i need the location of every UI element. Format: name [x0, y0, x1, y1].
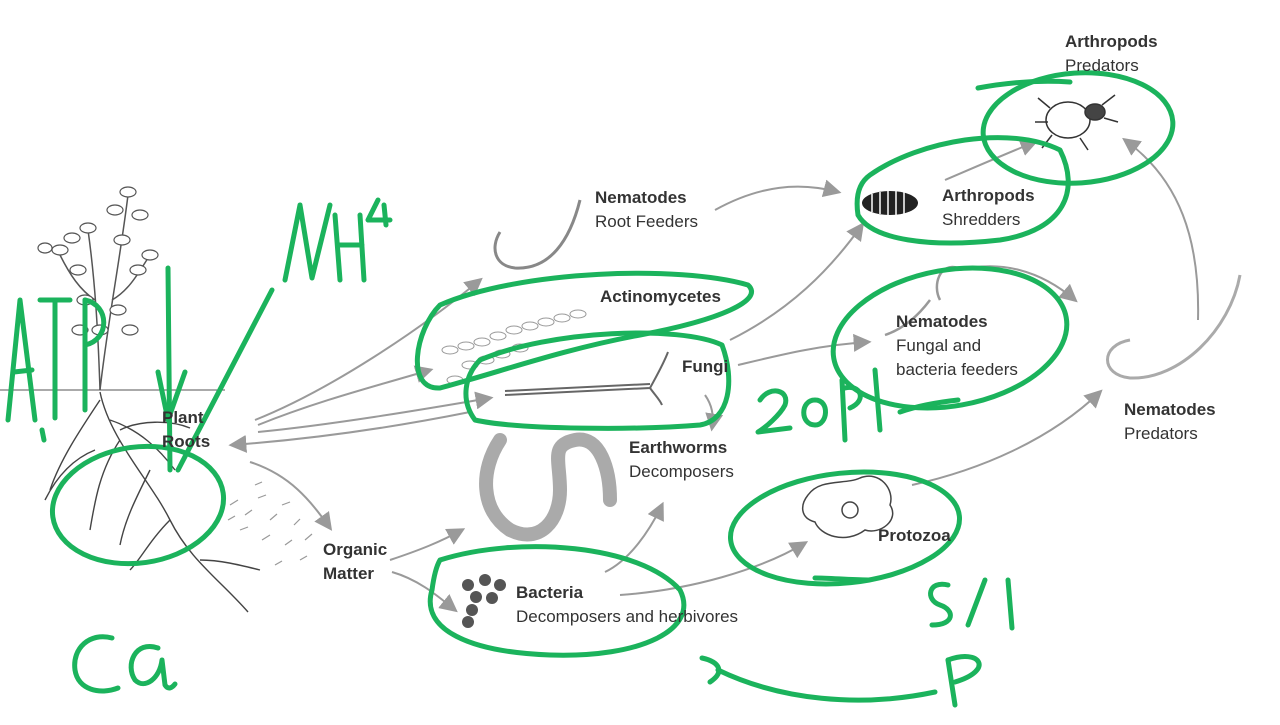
node-name: Actinomycetes	[600, 287, 721, 306]
protozoa-icon	[801, 475, 894, 539]
marker-circle-shredders	[854, 135, 1071, 246]
node-name: Fungi	[682, 357, 729, 376]
marker-note-s1	[928, 577, 1015, 631]
label-nematodes-root: Nematodes Root Feeders	[595, 186, 698, 234]
marker-circle-protozoa	[727, 469, 963, 587]
node-name: Plant Roots	[162, 408, 211, 451]
marker-note-p	[945, 654, 982, 708]
node-name: Earthworms	[629, 438, 728, 457]
bacteria-icon	[462, 574, 506, 628]
shredder-arthropod-icon	[862, 191, 918, 215]
label-organic-matter: Organic Matter	[323, 538, 403, 586]
marker-stroke-left	[165, 265, 173, 473]
marker-note-atp	[5, 297, 107, 423]
predator-arthropod-icon	[1035, 94, 1119, 151]
node-role: Fungal and bacteria feeders	[896, 336, 1018, 379]
food-web-arrows	[228, 137, 1200, 613]
label-arthropods-shredders: Arthropods Shredders	[942, 184, 1035, 232]
node-name: Nematodes	[1124, 400, 1216, 419]
node-role: Predators	[1065, 56, 1139, 75]
node-role: Decomposers and herbivores	[516, 607, 739, 626]
node-name: Protozoa	[878, 526, 951, 545]
marker-stroke-check	[155, 369, 188, 423]
label-protozoa: Protozoa	[878, 524, 951, 548]
node-name: Organic Matter	[323, 540, 388, 583]
marker-stroke-diagonal	[175, 287, 275, 473]
node-role: Root Feeders	[595, 212, 698, 231]
marker-circle-fungal-nematodes	[830, 265, 1070, 411]
node-role: Predators	[1124, 424, 1198, 443]
marker-note-ca	[72, 634, 178, 694]
node-role: Shredders	[942, 210, 1021, 229]
label-arthropods-predators: Arthropods Predators	[1065, 30, 1158, 78]
marker-circle-fungi	[463, 330, 732, 431]
label-nematodes-fungal: Nematodes Fungal and bacteria feeders	[896, 310, 1041, 382]
node-name: Nematodes	[595, 188, 687, 207]
marker-circle-roots	[49, 443, 227, 567]
label-fungi: Fungi	[682, 355, 728, 379]
predator-nematode-icon	[1106, 274, 1242, 380]
marker-swoosh	[699, 655, 938, 703]
label-earthworms: Earthworms Decomposers	[629, 436, 734, 484]
node-name: Bacteria	[516, 583, 584, 602]
marker-annotations	[5, 70, 1176, 708]
node-name: Arthropods	[942, 186, 1035, 205]
label-nematodes-predators: Nematodes Predators	[1124, 398, 1216, 446]
marker-circle-bacteria	[427, 544, 687, 658]
node-name: Nematodes	[896, 312, 988, 331]
organic-matter-particles	[227, 481, 313, 566]
marker-underline-protozoa	[812, 575, 871, 583]
earthworm-icon	[479, 432, 617, 542]
node-role: Decomposers	[629, 462, 734, 481]
roots-icon	[44, 391, 261, 613]
label-actinomycetes: Actinomycetes	[600, 285, 721, 309]
marker-note-2op	[755, 367, 961, 443]
root-nematode-icon	[493, 199, 582, 270]
marker-note-nh4	[282, 197, 393, 283]
label-plant-roots: Plant Roots	[162, 406, 222, 454]
marker-stroke-small	[39, 427, 47, 443]
marker-circle-arthropod-predators	[980, 70, 1176, 186]
fungi-icon	[504, 351, 669, 406]
node-name: Arthropods	[1065, 32, 1158, 51]
label-bacteria: Bacteria Decomposers and herbivores	[516, 581, 738, 629]
